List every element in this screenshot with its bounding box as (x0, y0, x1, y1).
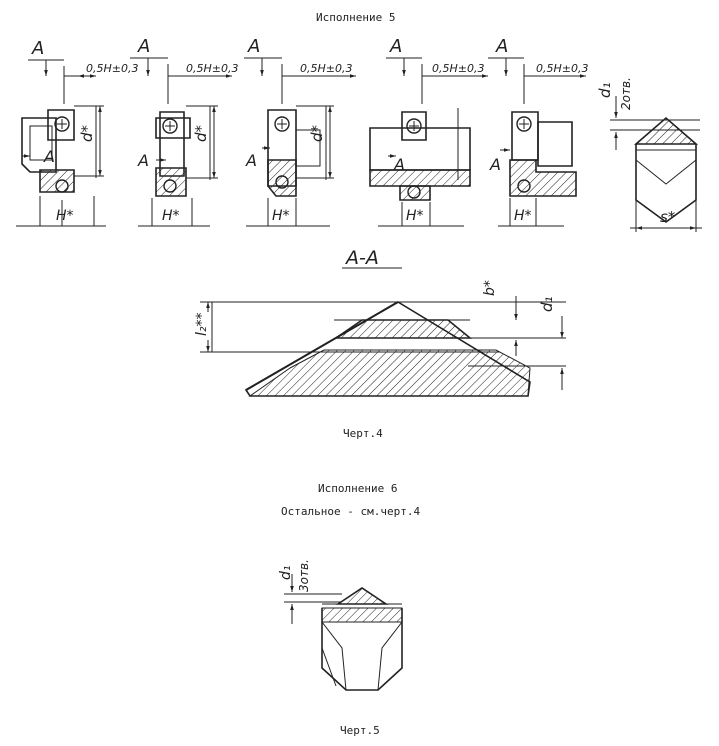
caption-ispolnenie-6: Исполнение 6 (318, 482, 398, 495)
variant-5-view (488, 57, 586, 227)
section-title-a-a: A-A (344, 247, 379, 269)
dimension-s-star: s* (660, 208, 676, 226)
section-a-a-view (200, 267, 566, 397)
variant-3-view (244, 57, 356, 227)
hex-side-view (610, 96, 702, 232)
dimension-b-star: b* (482, 280, 498, 296)
caption-rest-see-chert-4: Остальное - см.черт.4 (281, 505, 421, 518)
variant-4-view (369, 57, 488, 227)
holes-count-label: 3отв. (297, 559, 311, 592)
dimension-h-star: H* (406, 208, 424, 224)
section-label-a: A (245, 151, 257, 170)
tolerance-label: 0,5H±0,3 (86, 62, 138, 75)
dimension-d-star: d* (78, 124, 96, 142)
dimension-d-star: d* (308, 124, 326, 142)
dimension-d1: d₁ (596, 82, 614, 98)
caption-chert-4: Черт.4 (343, 427, 383, 440)
section-label-a: A (137, 36, 150, 57)
tolerance-label: 0,5H±0,3 (186, 62, 238, 75)
dimension-h-star: H* (514, 208, 532, 224)
section-label-a: A (137, 151, 149, 170)
section-label-a: A (495, 36, 508, 57)
tolerance-label: 0,5H±0,3 (432, 62, 484, 75)
dimension-d1: d₁ (538, 296, 556, 312)
variant-6-hex-view (284, 574, 403, 691)
holes-count-label: 2отв. (619, 77, 633, 110)
caption-chert-5: Черт.5 (340, 724, 380, 737)
section-label-a: A (247, 36, 260, 57)
dimension-h-star: H* (162, 208, 180, 224)
dimension-d-star: d* (192, 124, 210, 142)
section-label-a: A (31, 38, 44, 59)
tolerance-label: 0,5H±0,3 (300, 62, 352, 75)
dimension-h-star: H* (272, 208, 290, 224)
variant-1-view (16, 59, 106, 227)
dimension-d1: d₁ (278, 566, 294, 581)
section-label-a: A (389, 36, 402, 57)
variant-2-view (130, 57, 232, 227)
section-label-a: A (489, 155, 501, 174)
dimension-h-star: H* (56, 208, 74, 224)
tolerance-label: 0,5H±0,3 (536, 62, 588, 75)
drawing-labels: A A A A A 0,5H±0,3 0,5H±0,3 0,5H±0,3 0,5… (31, 36, 676, 592)
caption-ispolnenie-5: Исполнение 5 (316, 11, 396, 24)
section-label-a: A (43, 147, 55, 166)
section-label-a: A (393, 155, 405, 174)
dimension-l2: l₂** (194, 312, 210, 336)
